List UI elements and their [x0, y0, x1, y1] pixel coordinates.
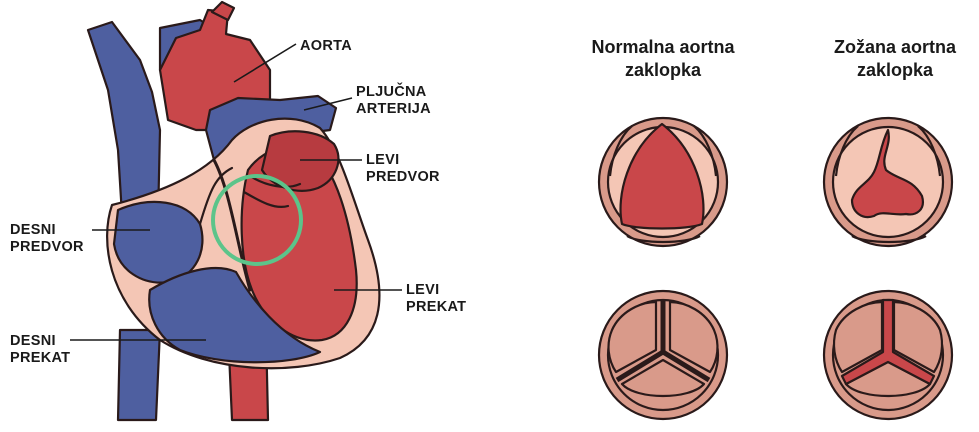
inferior-vena-cava [118, 330, 160, 420]
label-right-atrium: DESNI PREDVOR [10, 222, 84, 256]
stenotic-valve-closed [824, 291, 952, 419]
stenotic-valve-open [824, 118, 952, 246]
normal-valve-open [599, 118, 727, 246]
label-aorta: AORTA [300, 38, 352, 55]
label-left-atrium: LEVI PREDVOR [366, 152, 440, 186]
title-normal-valve: Normalna aortna zaklopka [583, 36, 743, 82]
label-left-ventricle: LEVI PREKAT [406, 282, 466, 316]
label-right-ventricle: DESNI PREKAT [10, 333, 70, 367]
left-atrium-chamber [262, 131, 338, 190]
right-atrium-chamber [114, 202, 202, 283]
normal-valve-closed [599, 291, 727, 419]
superior-vena-cava [88, 22, 160, 220]
title-stenotic-valve: Zožana aortna zaklopka [820, 36, 970, 82]
label-pulmonary-artery: PLJUČNA ARTERIJA [356, 84, 431, 118]
